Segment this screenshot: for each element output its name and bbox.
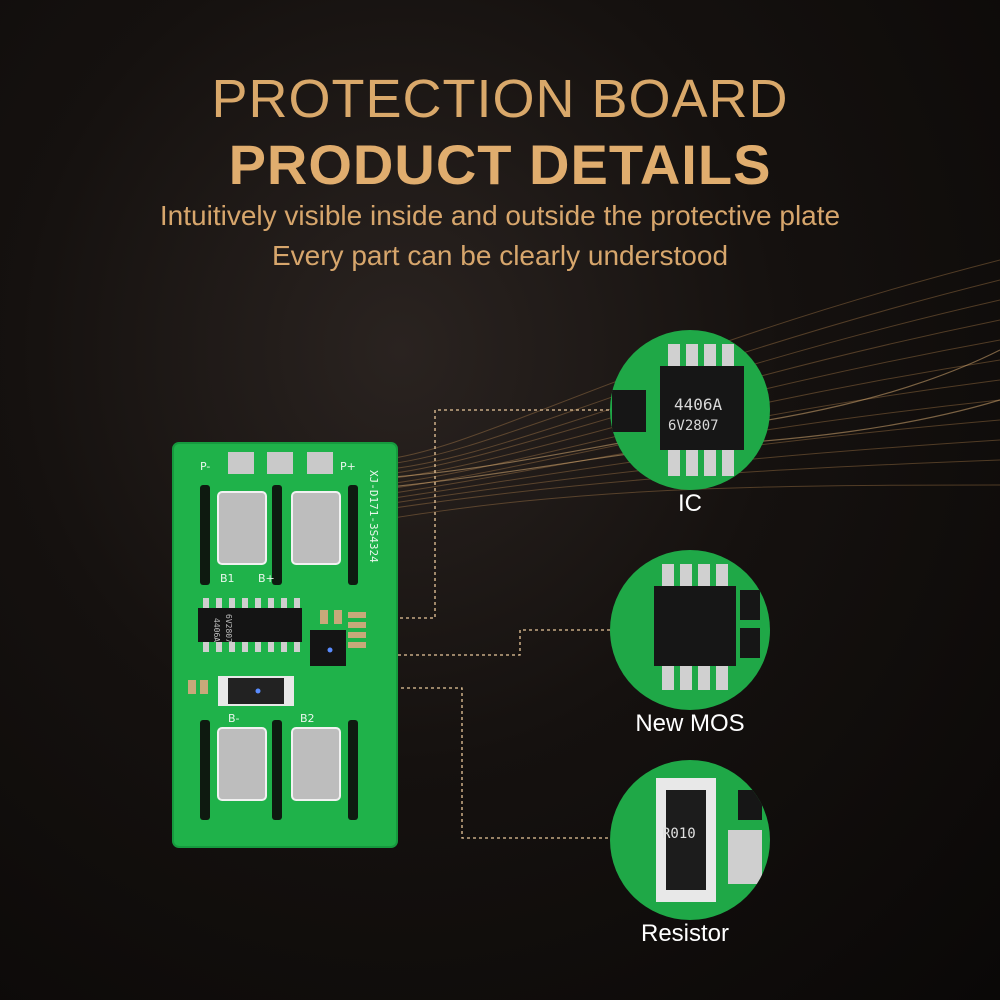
- detail-resistor-label: Resistor: [640, 920, 730, 947]
- protection-board-pcb: P- P+ B1 B+ B- B2 XJ-D171-3S4324 4406A 6…: [172, 442, 398, 848]
- detail-mos-zoom: [610, 550, 770, 710]
- silk-model: XJ-D171-3S4324: [367, 470, 380, 563]
- subtitle-line1: Intuitively visible inside and outside t…: [159, 200, 841, 231]
- silk-b1: B1: [220, 572, 235, 585]
- chip-text-sub: 6V2807: [224, 614, 233, 643]
- detail-resistor-zoom: R010: [610, 760, 770, 920]
- resistor-chip-text: R010: [662, 826, 696, 842]
- page-title-line2: PRODUCT DETAILS: [228, 133, 772, 196]
- ic-chip-line1: 4406A: [674, 395, 723, 414]
- page-title-line1: PROTECTION BOARD: [211, 69, 789, 129]
- chip-text-main: 4406A: [212, 618, 221, 642]
- silk-b-plus: B+: [258, 572, 275, 585]
- detail-mos-label: New MOS: [635, 710, 745, 737]
- silk-p-minus: P-: [200, 460, 210, 473]
- detail-ic-label: IC: [678, 490, 702, 517]
- silk-b-minus: B-: [228, 712, 240, 725]
- detail-ic-zoom: 4406A 6V2807: [610, 330, 770, 490]
- silk-b2: B2: [300, 712, 315, 725]
- silk-p-plus: P+: [340, 460, 356, 473]
- ic-chip-line2: 6V2807: [668, 418, 719, 434]
- subtitle-line2: Every part can be clearly understood: [271, 240, 729, 271]
